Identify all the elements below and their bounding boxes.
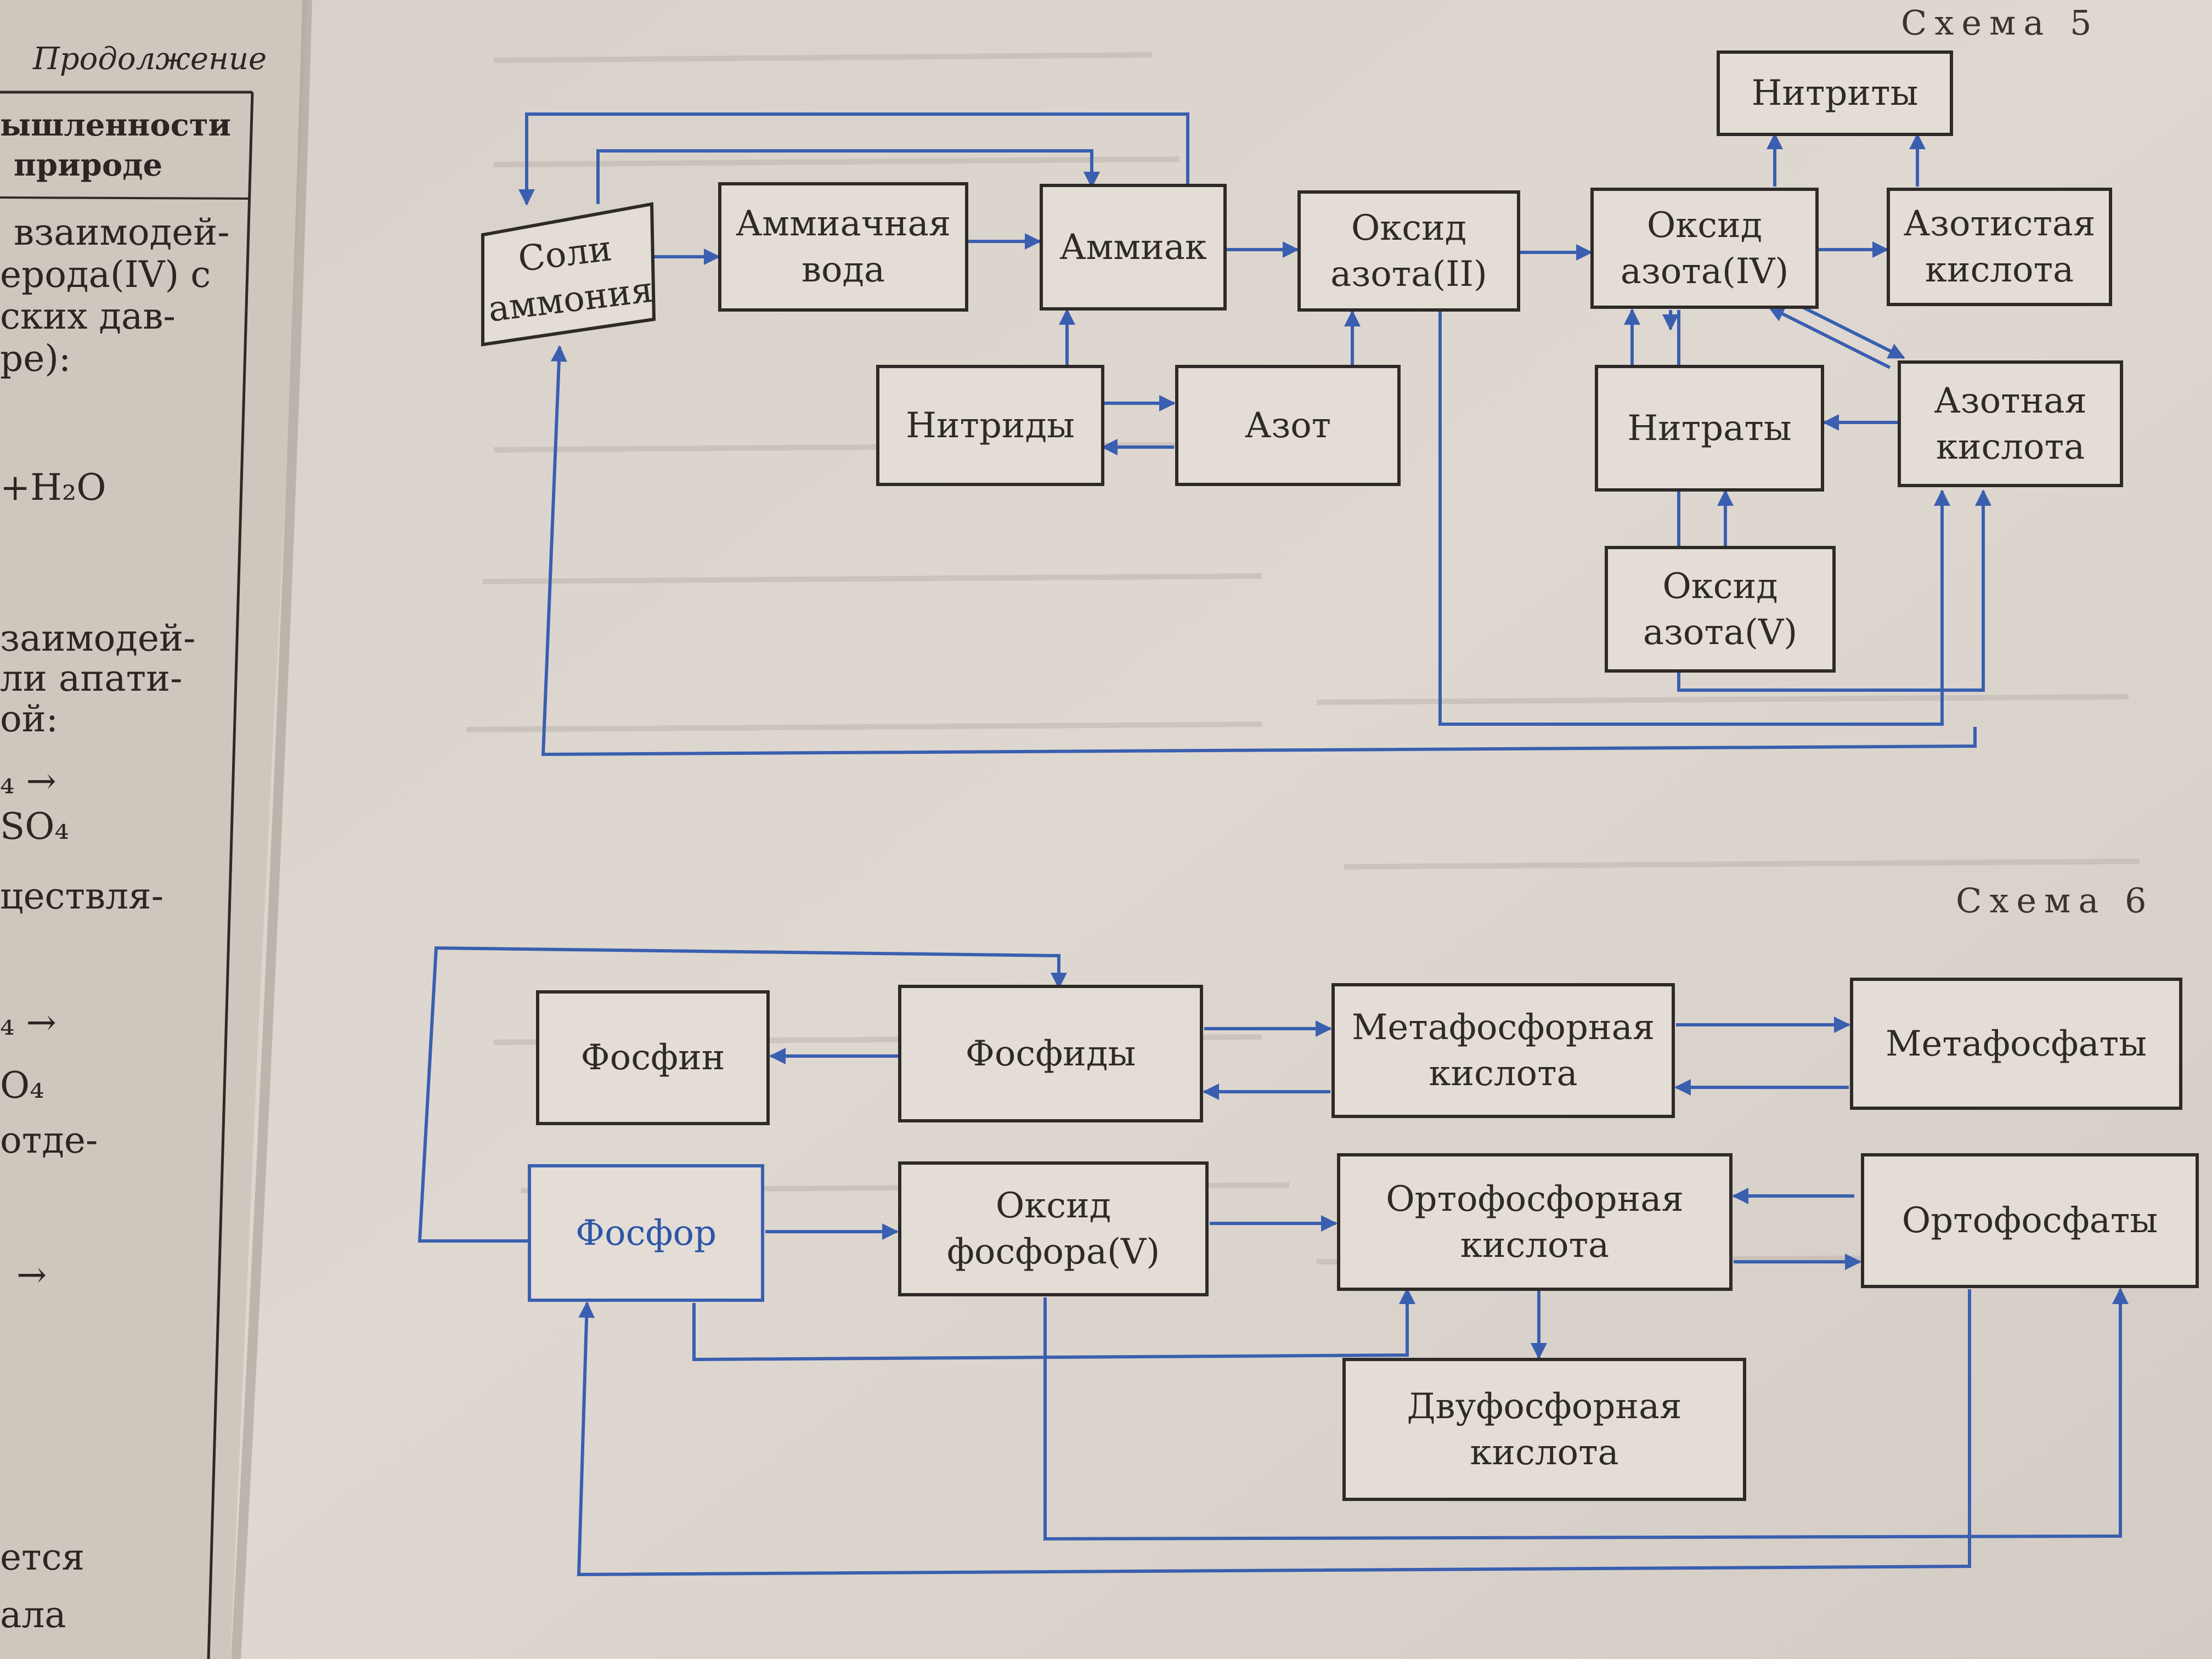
label-azotistaya-kislota: Азотистая кислота (1903, 204, 2096, 290)
scheme6-boxes (528, 978, 2199, 1501)
label-oksid-azota-ii: Оксид азота(II) (1330, 207, 1487, 295)
scheme5-arrows (518, 112, 1991, 757)
label-dvufosfornaya-kislota: Двуфосфорная кислота (1407, 1386, 1682, 1473)
label-ammiak: Аммиак (1059, 227, 1207, 268)
arrow-fosfor-to-orto-bottom (692, 1288, 1415, 1362)
box-fosfidy (898, 985, 1203, 1122)
label-fosfin: Фосфин (580, 1037, 725, 1078)
left-line-16: ала (0, 1594, 66, 1636)
label-ammiachnaya-voda: Аммиачная вода (735, 204, 951, 290)
left-line-8: ₄ → (0, 760, 57, 802)
box-oksid-azota-v (1605, 546, 1836, 673)
left-line-12: O₄ (0, 1064, 44, 1107)
box-azot (1175, 365, 1401, 486)
label-nitraty: Нитраты (1627, 408, 1792, 449)
left-line-2: ских дав- (0, 295, 176, 337)
box-azotnaya-kislota (1898, 360, 2123, 487)
left-line-14: → (16, 1254, 47, 1296)
left-page (0, 0, 307, 1659)
label-oksid-fosfora-v: Оксид фосфора(V) (946, 1186, 1160, 1272)
box-nitridy (876, 365, 1104, 486)
label-nitrity: Нитриты (1751, 73, 1918, 114)
box-ortofosfaty (1861, 1153, 2199, 1288)
left-line-15: ется (0, 1536, 85, 1578)
arrow-soli-to-ammiak-top (596, 149, 1100, 204)
scheme6-arrows (417, 946, 2129, 1577)
label-soli-ammoniya: Соли аммония (486, 228, 656, 330)
arrow-ammiak-to-soli-top (518, 112, 1189, 206)
label-nitridy: Нитриды (906, 405, 1075, 446)
box-nitrity (1717, 50, 1953, 136)
box-fosfor (528, 1164, 764, 1302)
scheme5-caption: Схема 5 (1901, 3, 2100, 43)
box-metafosfornaya-kislota (1331, 983, 1675, 1118)
box-fosfin (536, 990, 770, 1125)
box-ortofosfornaya-kislota (1337, 1153, 1733, 1291)
label-metafosfornaya-kislota: Метафосфорная кислота (1351, 1007, 1655, 1094)
label-azot: Азот (1244, 405, 1331, 446)
left-table-header-line (0, 196, 250, 200)
box-nitraty (1595, 365, 1824, 492)
arrow-oksid-p-to-ortofosfaty-bottom (1043, 1288, 2129, 1541)
left-line-9: SO₄ (0, 805, 69, 848)
left-line-10: цествля- (0, 875, 163, 917)
box-ammiak (1040, 184, 1227, 311)
box-soli-ammoniya (481, 202, 656, 347)
left-continuation-label: Продолжение (33, 41, 267, 77)
label-ortofosfaty: Ортофосфаты (1901, 1200, 2158, 1241)
left-line-0: взаимодей- (14, 211, 230, 253)
arrow-ortofosfaty-to-fosfor-bottom (577, 1289, 1971, 1577)
left-line-6: ли апати- (0, 657, 183, 699)
left-line-1: ерода(IV) с (0, 253, 211, 296)
left-line-7: ой: (0, 698, 58, 740)
left-line-11: ₄ → (0, 1001, 57, 1043)
box-dvufosfornaya-kislota (1342, 1358, 1746, 1501)
arrow-azotnaya-to-oksid4 (1768, 306, 1891, 369)
left-line-13: отде- (0, 1119, 98, 1161)
left-table-header-1: ышленности (0, 107, 232, 143)
scheme5-boxes (481, 50, 2123, 673)
scheme6-caption: Схема 6 (1956, 881, 2154, 921)
label-azotnaya-kislota: Азотная кислота (1934, 380, 2087, 467)
left-line-3: ре): (0, 337, 71, 380)
left-line-4: +H₂O (0, 466, 106, 509)
label-fosfor: Фосфор (575, 1212, 717, 1254)
left-table-right-line (207, 92, 254, 1659)
label-ortofosfornaya-kislota: Ортофосфорная кислота (1386, 1178, 1684, 1266)
arrow-fosfor-to-fosfidy-loop (417, 946, 1067, 1243)
label-oksid-azota-iv: Оксид азота(IV) (1620, 205, 1789, 292)
left-table-header-2: природе (14, 147, 163, 183)
box-oksid-azota-iv (1590, 188, 1819, 309)
arrow-azotnaya-to-soli-bottom (541, 345, 1977, 757)
label-metafosfaty: Метафосфаты (1885, 1023, 2147, 1064)
box-azotistaya-kislota (1887, 188, 2112, 306)
box-metafosfaty (1850, 978, 2182, 1110)
label-oksid-azota-v: Оксид азота(V) (1643, 566, 1798, 653)
arrow-oksid4-to-azotnaya-bottom (1677, 310, 1991, 692)
label-fosfidy: Фосфиды (965, 1033, 1136, 1074)
arrow-oksid2-to-azotnaya-bottom (1438, 310, 1950, 726)
left-line-5: заимодей- (0, 617, 196, 659)
box-ammiachnaya-voda (718, 182, 968, 312)
box-oksid-fosfora-v (898, 1161, 1209, 1296)
page-gutter (231, 0, 312, 1659)
box-oksid-azota-ii (1297, 190, 1520, 312)
